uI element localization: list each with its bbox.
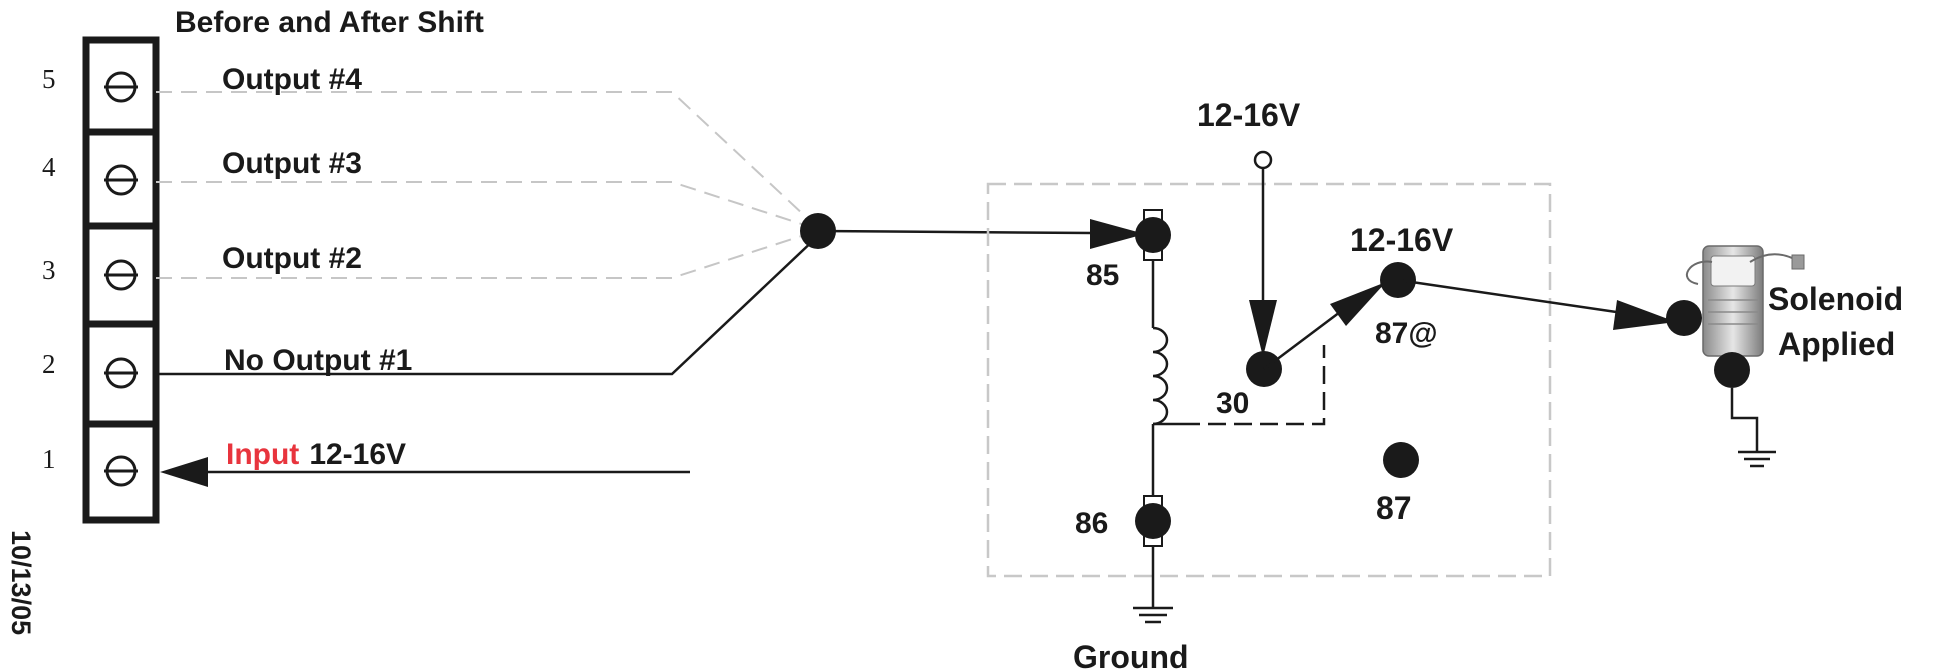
relay-box (986, 182, 1552, 578)
solenoid-label-line2: Applied (1778, 326, 1895, 362)
input-label-voltage: 12-16V (309, 438, 406, 471)
input-label-prefix: Input (226, 438, 299, 471)
ground-symbol-icon (1133, 606, 1173, 624)
screw-terminal-icon (104, 259, 138, 291)
arrow-icon (1330, 282, 1386, 326)
pin-86-label: 86 (1075, 507, 1108, 540)
arrow-icon (160, 457, 208, 487)
pin-30-label: 30 (1216, 387, 1249, 420)
terminal-label: No Output #1 (224, 344, 412, 377)
terminal-number: 1 (42, 444, 56, 474)
input-label: Input 12-16V (226, 438, 406, 471)
pin-85-label: 85 (1086, 259, 1119, 292)
screw-terminal-icon (104, 71, 138, 103)
relay-coil-icon (1152, 326, 1169, 426)
solenoid-ground-wire (1730, 388, 1759, 452)
switch-arm (1263, 311, 1341, 370)
solenoid-label-line1: Solenoid (1768, 281, 1903, 317)
solenoid-input-terminal (1666, 300, 1702, 336)
pin-87 (1383, 442, 1419, 478)
pin-85 (1135, 209, 1171, 261)
supply-voltage-label: 12-16V (1197, 97, 1301, 133)
arrow-icon (1613, 300, 1676, 330)
active-output-wire (156, 235, 819, 376)
contact-voltage-label: 12-16V (1350, 222, 1454, 258)
terminal-number: 5 (42, 64, 56, 94)
ground-label: Ground (1073, 639, 1189, 670)
supply-terminal (1253, 150, 1273, 170)
arrow-icon (1090, 219, 1145, 249)
solenoid-ground-terminal (1714, 352, 1750, 388)
terminal-number: 2 (42, 349, 56, 379)
terminal-block (82, 36, 160, 524)
wire-to-pin-85 (817, 229, 1093, 235)
diagram-title: Before and After Shift (175, 6, 484, 39)
terminal-label: Output #3 (222, 147, 362, 180)
terminal-number: 4 (42, 152, 56, 182)
ground-symbol-icon (1738, 450, 1776, 468)
pin-87a-label: 87@ (1375, 317, 1438, 350)
arrow-icon (1249, 300, 1277, 357)
screw-terminal-icon (104, 164, 138, 196)
wire-to-solenoid (1397, 278, 1631, 316)
pin-87-label: 87 (1376, 490, 1412, 526)
terminal-label: Output #4 (222, 63, 362, 96)
inactive-output-wires (156, 91, 821, 279)
screw-terminal-icon (104, 455, 138, 487)
terminal-label: Output #2 (222, 242, 362, 275)
armature-link (1182, 345, 1326, 426)
pin-86 (1135, 495, 1171, 547)
terminal-number: 3 (42, 255, 56, 285)
date-label: 10/13/05 (6, 530, 36, 635)
solenoid-icon (1685, 245, 1805, 357)
screw-terminal-icon (104, 357, 138, 389)
